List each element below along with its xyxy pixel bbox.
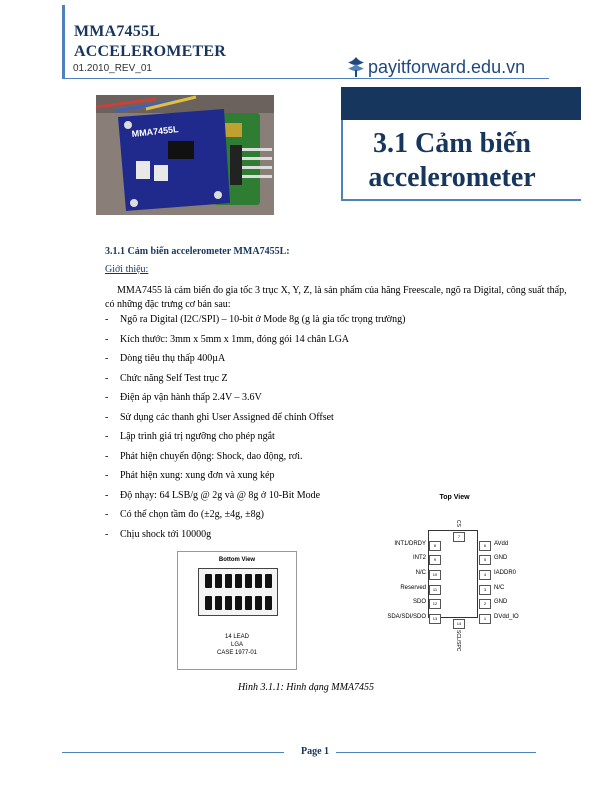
board-label: MMA7455L <box>131 124 179 139</box>
pin-right-label: IADDR0 <box>494 570 517 576</box>
pin-right-label: DVdd_IO <box>494 614 519 620</box>
list-item: Sử dụng các thanh ghi User Assigned để c… <box>105 411 405 431</box>
pin-right-label: GND <box>494 555 508 561</box>
footer-rule-right <box>336 752 536 753</box>
bottom-view-figure: Bottom View 14 LEAD LGA CASE 1977-01 <box>177 551 297 670</box>
case-number: CASE 1977-01 <box>216 650 258 656</box>
pin-left-num: 9 <box>429 555 441 565</box>
pin-scl-label: SCL/SPC <box>455 630 461 652</box>
pin-left-label: SDA/SDI/SDO <box>387 614 426 620</box>
list-item: Có thể chọn tầm đo (±2g, ±4g, ±8g) <box>105 508 405 528</box>
list-item: Phát hiện chuyển động: Shock, dao động, … <box>105 450 405 470</box>
pin-left-label: Reserved <box>400 585 426 591</box>
tree-icon <box>348 57 364 77</box>
footer-rule-left <box>62 752 284 753</box>
title-line-1: MMA7455L <box>74 23 161 40</box>
pin-right-label: N/C <box>494 585 505 591</box>
pin-left-num: 13 <box>429 614 441 624</box>
section-bottom-rule <box>341 199 581 201</box>
section-title-line-2: accelerometer <box>368 162 536 193</box>
pin-bottom-num: 14 <box>453 619 465 629</box>
list-item: Độ nhạy: 64 LSB/g @ 2g và @ 8g ở 10-Bit … <box>105 489 405 509</box>
pin-right-num: 5 <box>479 555 491 565</box>
figure-caption: Hình 3.1.1: Hình dạng MMA7455 <box>237 682 375 693</box>
title-line-2: ACCELEROMETER <box>74 43 226 60</box>
pin-right-label: AVdd <box>494 541 509 547</box>
section-title: 3.1 Cảm biến accelerometer <box>341 127 563 195</box>
chip-outline <box>428 530 478 618</box>
pin-right-num: 4 <box>479 570 491 580</box>
list-item: Phát hiện xung: xung đơn và xung kép <box>105 469 405 489</box>
list-item: Chức năng Self Test trục Z <box>105 372 405 392</box>
list-item: Dòng tiêu thụ thấp 400µA <box>105 352 405 372</box>
sub-heading: 3.1.1 Cảm biến accelerometer MMA7455L: <box>105 246 290 257</box>
sensor-board-photo: MMA7455L <box>96 95 274 215</box>
intro-paragraph: MMA7455 là cảm biến đo gia tốc 3 trục X,… <box>105 285 567 310</box>
document-title: MMA7455L ACCELEROMETER <box>74 22 226 62</box>
pin-left-num: 10 <box>429 570 441 580</box>
section-title-box: 3.1 Cảm biến accelerometer <box>341 87 581 207</box>
lga-package <box>198 568 278 616</box>
list-item: Lập trình giá trị ngưỡng cho phép ngắt <box>105 430 405 450</box>
lead-count: 14 LEAD <box>224 634 249 640</box>
pin-left-num: 12 <box>429 599 441 609</box>
pin-right-num: 6 <box>479 541 491 551</box>
package-type: LGA <box>230 642 243 648</box>
pin-right-num: 3 <box>479 585 491 595</box>
page-number: Page 1 <box>300 746 330 757</box>
intro-label: Giới thiệu: <box>105 264 149 275</box>
pin-cs-label: CS <box>455 520 461 527</box>
feature-list: Ngõ ra Digital (I2C/SPI) – 10-bit ở Mode… <box>105 313 405 547</box>
revision-label: 01.2010_REV_01 <box>73 63 152 74</box>
pin-left-label: SDO <box>412 599 426 605</box>
section-title-line-1: 3.1 Cảm biến <box>373 128 531 159</box>
pin-left-num: 8 <box>429 541 441 551</box>
header-accent-bar <box>62 5 65 78</box>
pin-top-num: 7 <box>453 532 465 542</box>
logo: payitforward.edu.vn <box>347 56 525 78</box>
list-item: Kích thước: 3mm x 5mm x 1mm, đóng gói 14… <box>105 333 405 353</box>
pin-right-num: 2 <box>479 599 491 609</box>
pin-left-label: INT2 <box>412 555 426 561</box>
bottom-view-title: Bottom View <box>218 557 256 563</box>
list-item: Ngõ ra Digital (I2C/SPI) – 10-bit ở Mode… <box>105 313 405 333</box>
section-band <box>341 87 581 120</box>
top-view-title: Top View <box>439 494 470 501</box>
pin-left-num: 11 <box>429 585 441 595</box>
pin-left-label: INT1/DRDY <box>394 541 426 547</box>
logo-text: payitforward.edu.vn <box>368 56 526 77</box>
pin-right-label: GND <box>494 599 508 605</box>
list-item: Điện áp vận hành thấp 2.4V – 3.6V <box>105 391 405 411</box>
pin-right-num: 1 <box>479 614 491 624</box>
pin-left-label: N/C <box>415 570 426 576</box>
top-view-figure: Top View CS 7 INT1/DRDY 8 INT2 9 N/C 10 … <box>372 490 532 675</box>
header-divider <box>62 78 549 79</box>
section-side-rule <box>341 120 343 200</box>
list-item: Chịu shock tới 10000g <box>105 528 405 548</box>
